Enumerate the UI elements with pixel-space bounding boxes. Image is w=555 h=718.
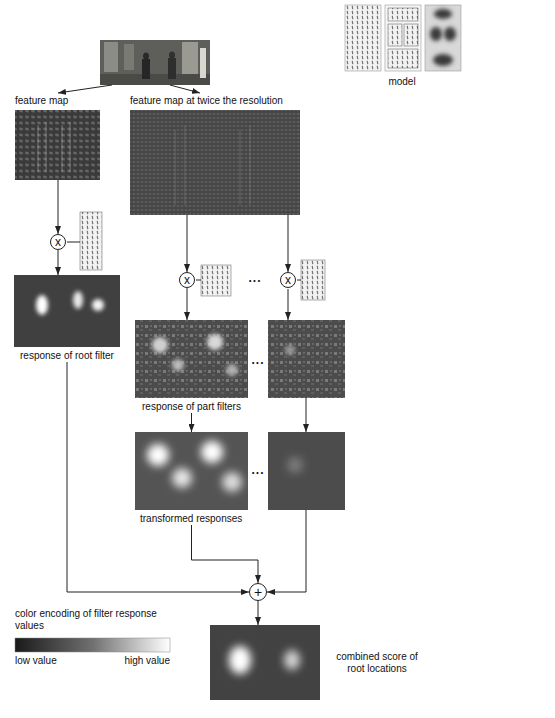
part-response-image bbox=[268, 320, 345, 398]
input-image bbox=[100, 40, 210, 85]
operator-circle: x bbox=[179, 272, 195, 288]
panel-caption: response of root filter bbox=[20, 350, 114, 362]
transformed-response-image bbox=[135, 432, 248, 510]
image-panel: transformed responses bbox=[135, 432, 248, 525]
part-filter bbox=[297, 260, 325, 300]
ellipsis: ... bbox=[251, 354, 264, 366]
color-bar bbox=[15, 638, 170, 652]
panel-caption: combined score of root locations bbox=[328, 651, 426, 675]
ellipsis: ... bbox=[251, 464, 264, 476]
flow-arrow bbox=[187, 288, 188, 320]
operator-symbol: + bbox=[254, 585, 262, 599]
operator-circle: x bbox=[50, 234, 66, 250]
flow-arrow bbox=[288, 215, 289, 272]
combined-score-image bbox=[210, 625, 320, 700]
transformed-response-image bbox=[268, 432, 345, 510]
image-panel: response of part filters bbox=[135, 320, 248, 413]
flow-arrow bbox=[58, 250, 59, 275]
legend-text: low value bbox=[15, 655, 57, 667]
operator-symbol: x bbox=[285, 274, 291, 286]
panel-caption: feature map bbox=[15, 95, 68, 107]
image-panel: feature map bbox=[15, 95, 100, 180]
image-panel: combined score of root locations bbox=[210, 625, 426, 700]
model-filters bbox=[345, 5, 461, 71]
feature-map-image bbox=[15, 110, 100, 180]
image-panel: feature map at twice the resolution bbox=[130, 95, 300, 215]
part-response-image bbox=[135, 320, 248, 398]
ellipsis: ... bbox=[248, 272, 261, 284]
panel-caption: transformed responses bbox=[140, 513, 242, 525]
flow-arrow bbox=[258, 601, 259, 625]
root-filter bbox=[67, 212, 102, 270]
operator-symbol: x bbox=[184, 274, 190, 286]
flow-arrow bbox=[58, 180, 59, 234]
flow-arrow bbox=[192, 525, 259, 583]
flow-arrow bbox=[187, 215, 188, 272]
flow-arrow bbox=[191, 413, 192, 432]
flow-arrow bbox=[67, 362, 249, 592]
operator-symbol: x bbox=[55, 236, 61, 248]
figure-label: model bbox=[388, 76, 415, 88]
part-filter bbox=[196, 265, 231, 296]
operator-circle: + bbox=[249, 583, 267, 601]
image-panel: response of root filter bbox=[14, 275, 120, 362]
panel-caption: feature map at twice the resolution bbox=[130, 95, 283, 107]
operator-circle: x bbox=[280, 272, 296, 288]
legend-text: high value bbox=[124, 655, 170, 667]
root-response-image bbox=[14, 275, 120, 347]
legend-text: color encoding of filter response values bbox=[15, 608, 170, 632]
layout-arrows bbox=[58, 85, 306, 592]
feature-map-2x-image bbox=[130, 110, 300, 215]
panel-caption: response of part filters bbox=[142, 401, 241, 413]
